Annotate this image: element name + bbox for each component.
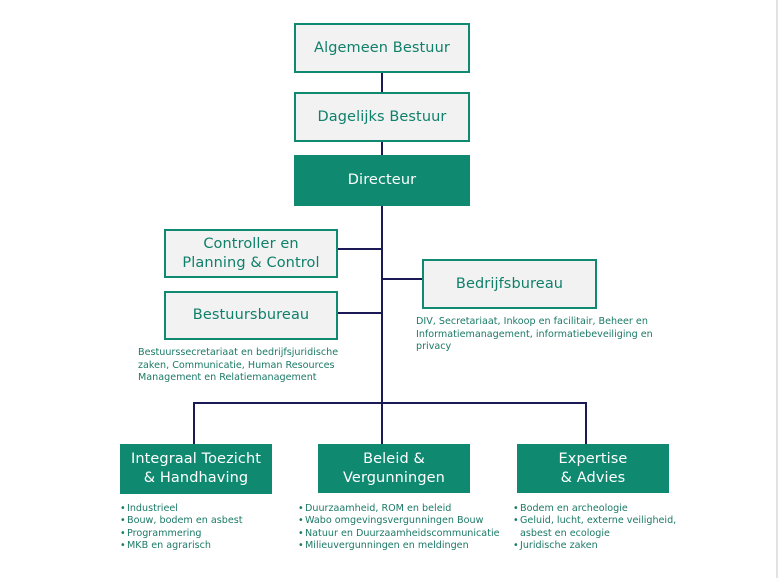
note-bedrijfsbureau: DIV, Secretariaat, Inkoop en facilitair,… [416, 316, 653, 353]
list-item: •Juridische zaken [513, 540, 598, 552]
box-beleid-vergunningen: Beleid & Vergunningen [318, 444, 470, 493]
list-item: •Bodem en archeologie [513, 503, 628, 514]
box-beleid-vergunningen-label: Beleid & Vergunningen [343, 450, 445, 486]
box-bestuursbureau: Bestuursbureau [164, 291, 338, 340]
box-integraal-toezicht-label: Integraal Toezicht & Handhaving [130, 451, 262, 486]
note-bestuursbureau: Bestuurssecretariaat en bedrijfsjuridisc… [138, 347, 339, 384]
page-frame-edge [776, 0, 778, 578]
list-item: •Duurzaamheid, ROM en beleid [298, 503, 452, 514]
list-item: •Geluid, lucht, externe veiligheid, [513, 515, 677, 527]
list-item: •Industrieel [120, 503, 178, 514]
box-algemeen-bestuur: Algemeen Bestuur [294, 23, 470, 73]
list-integraal-toezicht: •Industrieel •Bouw, bodem en asbest •Pro… [120, 503, 243, 553]
box-dagelijks-bestuur-label: Dagelijks Bestuur [317, 108, 447, 125]
box-controller: Controller en Planning & Control [164, 229, 338, 278]
box-bedrijfsbureau-label: Bedrijfsbureau [455, 275, 564, 292]
list-item-continuation: asbest en ecologie [520, 527, 610, 539]
box-bedrijfsbureau: Bedrijfsbureau [422, 259, 597, 309]
list-item: •Milieuvergunningen en meldingen [298, 540, 469, 552]
box-algemeen-bestuur-label: Algemeen Bestuur [314, 39, 450, 56]
box-directeur-label: Directeur [347, 172, 417, 188]
box-dagelijks-bestuur: Dagelijks Bestuur [294, 92, 470, 142]
list-expertise-advies: •Bodem en archeologie •Geluid, lucht, ex… [513, 503, 676, 553]
box-expertise-advies-label: Expertise & Advies [558, 450, 628, 486]
list-item: •Natuur en Duurzaamheidscommunicatie [298, 527, 500, 539]
box-controller-label: Controller en Planning & Control [182, 235, 320, 271]
box-bestuursbureau-label: Bestuursbureau [192, 307, 310, 323]
list-item: •Bouw, bodem en asbest [120, 515, 243, 527]
box-expertise-advies: Expertise & Advies [517, 444, 669, 493]
box-directeur: Directeur [294, 155, 470, 206]
box-integraal-toezicht: Integraal Toezicht & Handhaving [120, 444, 272, 494]
list-item: •MKB en agrarisch [120, 540, 211, 552]
list-item: •Programmering [120, 527, 202, 539]
list-beleid-vergunningen: •Duurzaamheid, ROM en beleid •Wabo omgev… [298, 503, 500, 553]
list-item: •Wabo omgevingsvergunningen Bouw [298, 515, 484, 527]
